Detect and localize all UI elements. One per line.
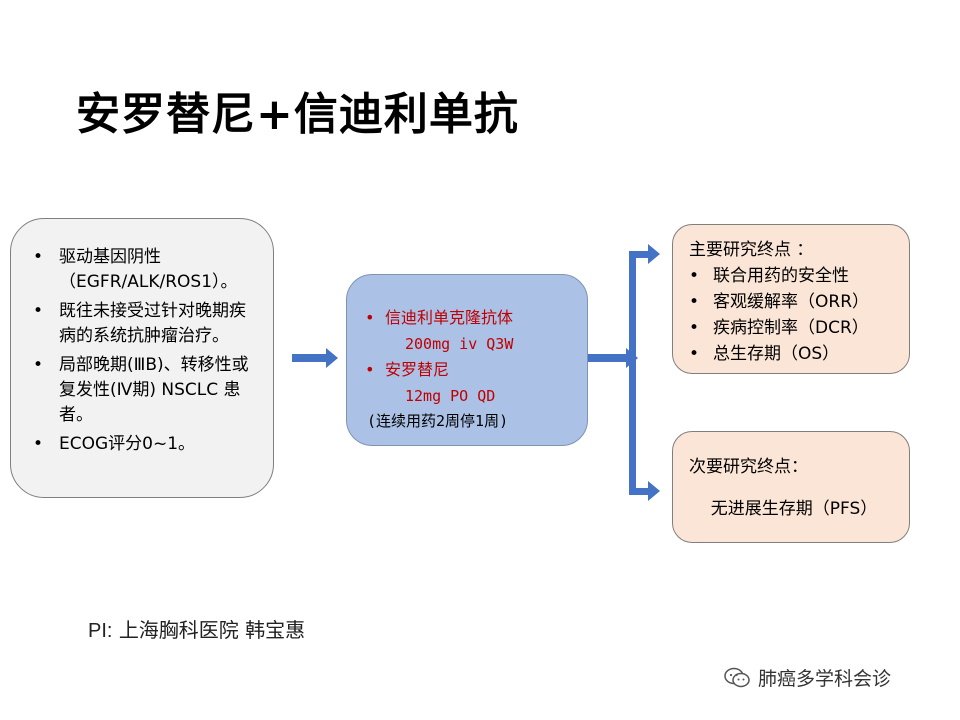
primary-endpoint-item: 客观缓解率（ORR） — [689, 289, 899, 315]
inclusion-item: ECOG评分0~1。 — [33, 432, 259, 457]
drug2-name: 安罗替尼 — [385, 360, 450, 379]
primary-endpoint-item: 疾病控制率（DCR） — [689, 315, 899, 341]
wechat-icon — [724, 667, 750, 687]
drug2-dose: 12mg PO QD — [405, 387, 496, 405]
slide-title: 安罗替尼+信迪利单抗 — [76, 89, 519, 140]
treatment-item: 信迪利单克隆抗体 200mg iv Q3W — [363, 305, 579, 357]
drug1-dose: 200mg iv Q3W — [405, 335, 514, 353]
arrow-to-primary-endpoint — [629, 244, 660, 264]
inclusion-list: 驱动基因阴性（EGFR/ALK/ROS1）。 既往未接受过针对晚期疾病的系统抗肿… — [33, 245, 259, 457]
inclusion-item: 驱动基因阴性（EGFR/ALK/ROS1）。 — [33, 245, 259, 295]
primary-endpoint-item: 总生存期（OS） — [689, 341, 899, 367]
pi-name: 上海胸科医院 韩宝惠 — [118, 618, 306, 642]
treatment-item: 安罗替尼 12mg PO QD — [363, 357, 579, 409]
arrow-to-secondary-endpoint — [629, 481, 660, 501]
watermark-text: 肺癌多学科会诊 — [758, 668, 892, 690]
arrow-treatment-to-branch — [588, 348, 638, 368]
secondary-endpoint-box: 次要研究终点： 无进展生存期（PFS） — [672, 431, 910, 543]
treatment-schedule: (连续用药2周停1周) — [367, 412, 509, 430]
treatment-box: 信迪利单克隆抗体 200mg iv Q3W 安罗替尼 12mg PO QD (连… — [346, 274, 588, 446]
primary-endpoint-item: 联合用药的安全性 — [689, 263, 899, 289]
secondary-endpoint-item: 无进展生存期（PFS） — [710, 499, 878, 519]
inclusion-item: 既往未接受过针对晚期疾病的系统抗肿瘤治疗。 — [33, 299, 259, 349]
treatment-list: 信迪利单克隆抗体 200mg iv Q3W 安罗替尼 12mg PO QD — [363, 305, 579, 409]
pi-label: PI: — [88, 620, 113, 642]
inclusion-item: 局部晚期(ⅢB)、转移性或复发性(Ⅳ期) NSCLC 患者。 — [33, 353, 259, 428]
primary-endpoint-box: 主要研究终点 ： 联合用药的安全性 客观缓解率（ORR） 疾病控制率（DCR） … — [672, 224, 910, 374]
branch-line — [629, 254, 636, 494]
watermark: 肺癌多学科会诊 — [724, 664, 891, 691]
secondary-endpoint-title: 次要研究终点： — [689, 457, 808, 477]
primary-endpoint-title: 主要研究终点 ： — [689, 240, 814, 260]
drug1-name: 信迪利单克隆抗体 — [385, 308, 514, 327]
arrow-inclusion-to-treatment — [292, 348, 338, 368]
principal-investigator: PI: 上海胸科医院 韩宝惠 — [88, 614, 305, 643]
primary-endpoint-list: 联合用药的安全性 客观缓解率（ORR） 疾病控制率（DCR） 总生存期（OS） — [689, 263, 899, 367]
inclusion-criteria-box: 驱动基因阴性（EGFR/ALK/ROS1）。 既往未接受过针对晚期疾病的系统抗肿… — [10, 218, 274, 498]
